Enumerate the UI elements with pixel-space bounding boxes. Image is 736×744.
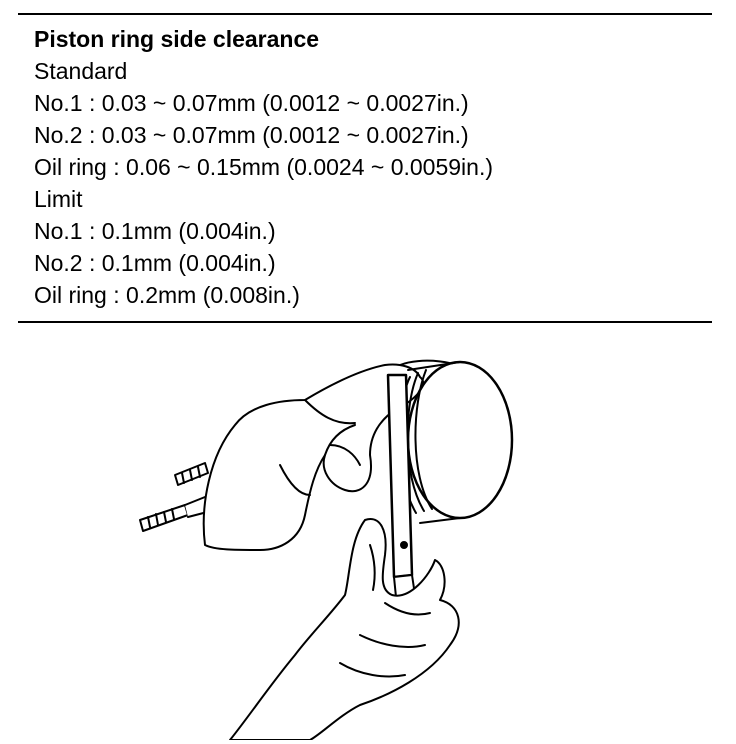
spec-title: Piston ring side clearance <box>34 26 320 52</box>
limit-no1-value: No.1 : 0.1mm (0.004in.) <box>34 218 276 244</box>
specification-box: Piston ring side clearance Standard No.1… <box>18 13 712 323</box>
left-hand-icon <box>202 363 425 551</box>
standard-no1-value: No.1 : 0.03 ~ 0.07mm (0.0012 ~ 0.0027in.… <box>34 90 469 116</box>
feeler-gauge-icon <box>386 373 416 598</box>
right-hand-icon <box>229 518 460 740</box>
limit-no2-value: No.2 : 0.1mm (0.004in.) <box>34 250 276 276</box>
piston-ring-measurement-illustration <box>130 345 550 740</box>
piston-icon <box>390 359 514 524</box>
limit-label: Limit <box>34 186 83 212</box>
standard-label: Standard <box>34 58 128 84</box>
standard-no2-value: No.2 : 0.03 ~ 0.07mm (0.0012 ~ 0.0027in.… <box>34 122 469 148</box>
hands-feeler-gauge-icon <box>139 359 514 740</box>
standard-oil-ring-value: Oil ring : 0.06 ~ 0.15mm (0.0024 ~ 0.005… <box>34 154 493 180</box>
limit-oil-ring-value: Oil ring : 0.2mm (0.008in.) <box>34 282 300 308</box>
